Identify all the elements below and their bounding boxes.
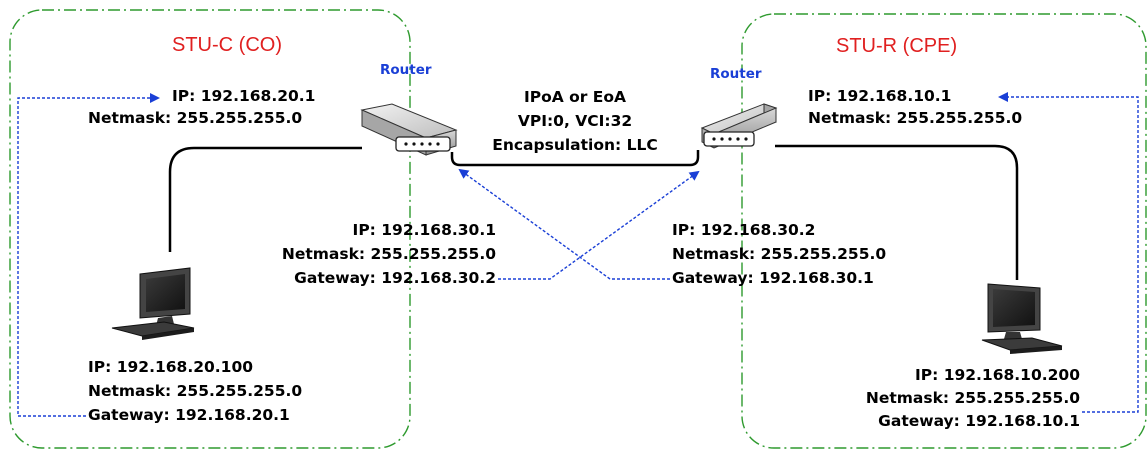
- router-cpe-lan-netmask: Netmask: 255.255.255.0: [808, 109, 1023, 127]
- router-co-label: Router: [380, 62, 432, 78]
- host-co-ip: IP: 192.168.20.100: [88, 358, 254, 376]
- router-co-wan-netmask: Netmask: 255.255.255.0: [281, 245, 496, 263]
- cable-router-router: [450, 150, 700, 167]
- router-cpe-wan-netmask: Netmask: 255.255.255.0: [672, 245, 887, 263]
- computer-icon: [111, 267, 195, 340]
- gateway-arrow-cpe-host: [998, 92, 1139, 413]
- router-cpe-lan-ip: IP: 192.168.10.1: [808, 87, 952, 105]
- zone-co-title: STU-C (CO): [172, 34, 282, 56]
- zone-co-boundary: [9, 9, 411, 449]
- cable-co-host-router: [168, 146, 362, 252]
- host-co-netmask: Netmask: 255.255.255.0: [88, 382, 303, 400]
- gateway-arrow-co-wan: [498, 170, 700, 280]
- gateway-arrow-cpe-wan: [458, 168, 670, 280]
- link-vpi-vci: VPI:0, VCI:32: [517, 112, 633, 130]
- zone-cpe-boundary: [741, 13, 1147, 449]
- router-cpe-label: Router: [710, 66, 762, 82]
- router-co-wan-ip: IP: 192.168.30.1: [352, 221, 496, 239]
- link-encapsulation: Encapsulation: LLC: [492, 136, 658, 154]
- host-co-gateway: Gateway: 192.168.20.1: [88, 406, 290, 424]
- gateway-arrow-co-host: [17, 93, 160, 417]
- router-cpe-wan-gateway: Gateway: 192.168.30.1: [672, 269, 874, 287]
- link-protocol: IPoA or EoA: [523, 88, 627, 106]
- router-cpe-wan-ip: IP: 192.168.30.2: [672, 221, 816, 239]
- router-co-wan-gateway: Gateway: 192.168.30.2: [294, 269, 496, 287]
- zone-cpe-title: STU-R (CPE): [836, 35, 958, 57]
- router-icon: [360, 103, 458, 156]
- host-cpe-netmask: Netmask: 255.255.255.0: [865, 389, 1080, 407]
- host-cpe-ip: IP: 192.168.10.200: [914, 366, 1080, 384]
- host-cpe-gateway: Gateway: 192.168.10.1: [878, 412, 1080, 430]
- computer-icon: [981, 283, 1063, 354]
- router-co-lan-ip: IP: 192.168.20.1: [172, 87, 316, 105]
- router-icon: [700, 103, 778, 149]
- router-co-lan-netmask: Netmask: 255.255.255.0: [88, 109, 303, 127]
- cable-cpe-router-host: [775, 144, 1019, 280]
